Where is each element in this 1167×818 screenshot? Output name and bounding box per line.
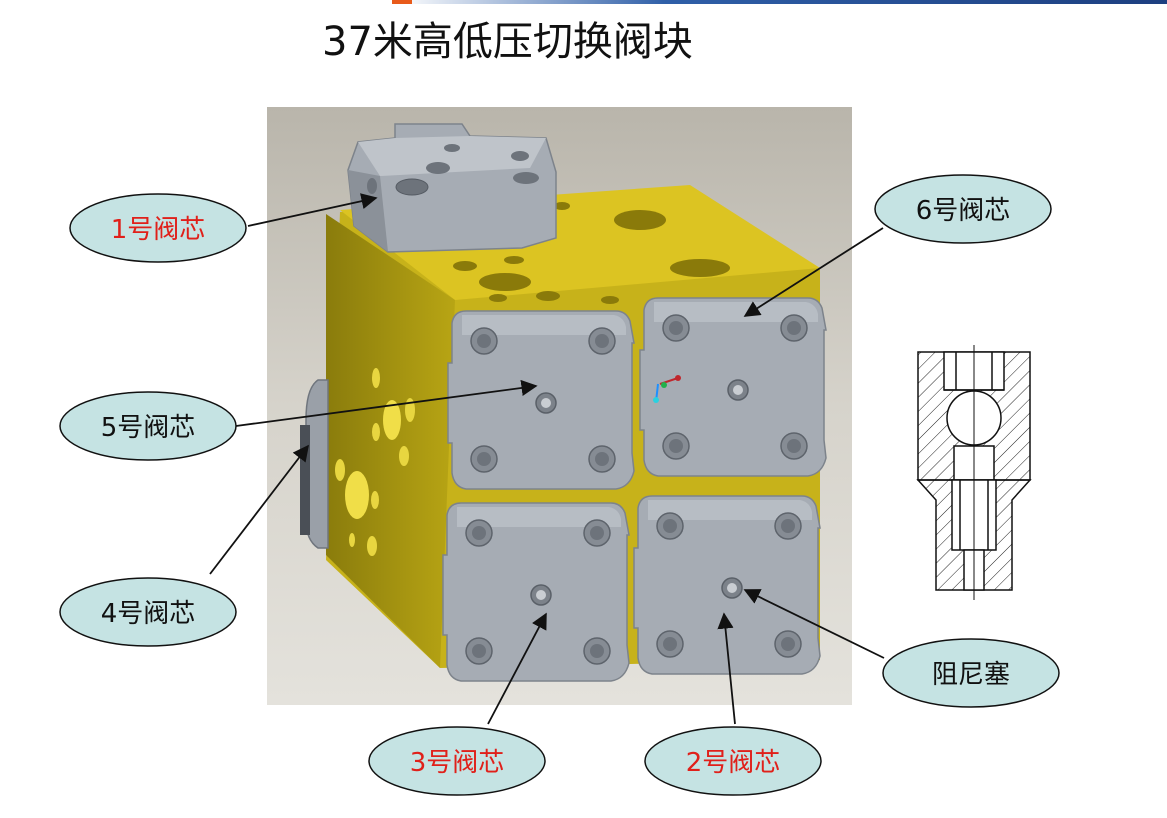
- orifice-plug-section-drawing: [916, 345, 1032, 600]
- top-decorative-bar: [395, 0, 1167, 4]
- callout-label-valve-6: 6号阀芯: [916, 196, 1011, 226]
- leader-line-orifice-plug: [743, 589, 885, 659]
- callout-label-valve-5: 5号阀芯: [101, 413, 196, 443]
- valve-6-body: [639, 297, 827, 477]
- leader-line-valve-3: [487, 612, 547, 725]
- valve-1-body: [347, 123, 557, 253]
- callout-label-valve-1: 1号阀芯: [111, 215, 206, 245]
- leader-line-valve-2: [717, 612, 736, 725]
- coordinate-axis-marker: [653, 375, 681, 403]
- callout-label-orifice-plug: 阻尼塞: [932, 660, 1010, 690]
- callout-label-valve-3: 3号阀芯: [410, 748, 505, 778]
- leader-lines: [209, 193, 885, 725]
- valve-5-body: [447, 310, 635, 490]
- callout-label-valve-2: 2号阀芯: [686, 748, 781, 778]
- leader-line-valve-1: [247, 193, 378, 227]
- callout-valve-3: 3号阀芯: [368, 726, 546, 796]
- callout-label-valve-4: 4号阀芯: [101, 599, 196, 629]
- callout-valve-6: 6号阀芯: [874, 174, 1052, 244]
- valve-4-body: [300, 379, 329, 549]
- leader-line-valve-4: [209, 444, 309, 575]
- leader-line-valve-6: [743, 227, 884, 317]
- callout-valve-5: 5号阀芯: [59, 391, 237, 461]
- callout-valve-4: 4号阀芯: [59, 577, 237, 647]
- top-accent-mark: [392, 0, 412, 4]
- valve-3-body: [442, 502, 630, 682]
- callout-valve-1: 1号阀芯: [69, 193, 247, 263]
- leader-line-valve-5: [235, 379, 538, 427]
- callout-orifice-plug: 阻尼塞: [882, 638, 1060, 708]
- callout-valve-2: 2号阀芯: [644, 726, 822, 796]
- page-title: 37米高低压切换阀块: [322, 19, 693, 65]
